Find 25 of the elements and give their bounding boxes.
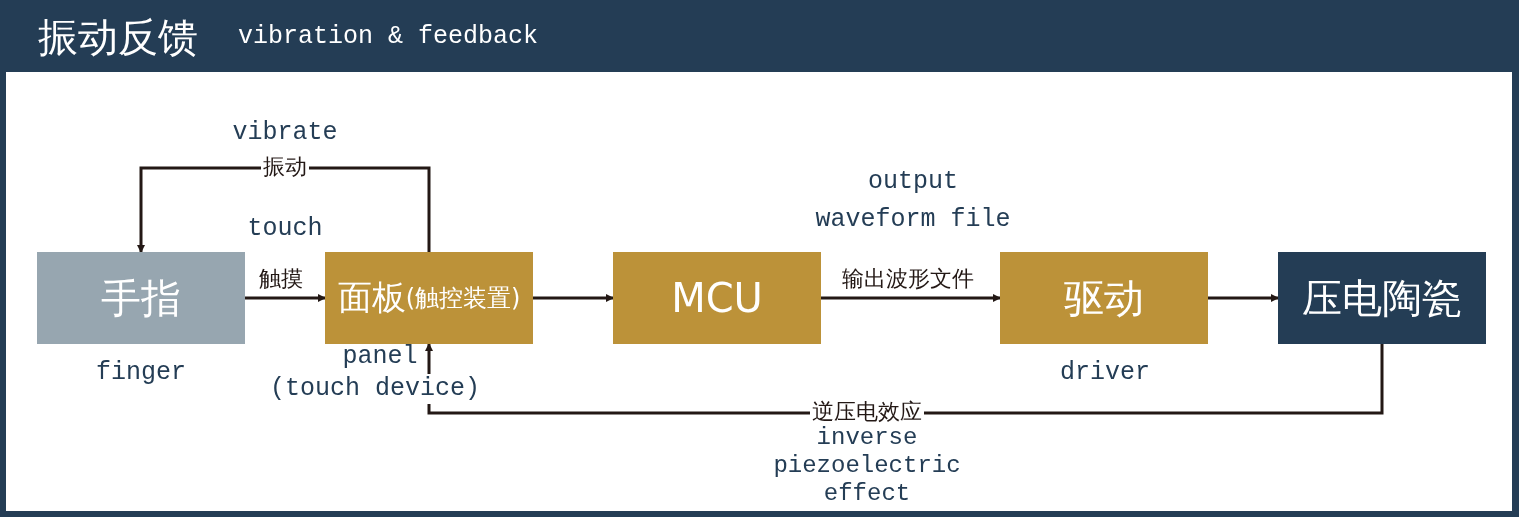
- subtitle: vibration & feedback: [238, 21, 540, 53]
- label: inverse piezoelectric effect: [772, 424, 962, 508]
- arrow: [821, 294, 1001, 302]
- node-label: finger: [95, 357, 187, 389]
- process-box: 手指: [37, 252, 245, 344]
- arrow: [533, 294, 614, 302]
- process-box: 压电陶瓷: [1278, 252, 1486, 344]
- process-box: MCU: [613, 252, 821, 344]
- label: output waveform file: [814, 166, 1012, 236]
- box-subtitle: (触控装置): [405, 283, 521, 314]
- edge-label: 逆压电效应: [810, 399, 924, 425]
- box-title: 面板: [337, 276, 406, 319]
- label: touch: [246, 213, 324, 245]
- arrow: [137, 166, 431, 253]
- label: vibrate: [231, 117, 339, 149]
- process-box: [325, 252, 533, 344]
- title: 振动反馈: [38, 13, 198, 62]
- process-box: 驱动: [1000, 252, 1208, 344]
- node-label: driver: [1059, 357, 1151, 389]
- edge-label: 输出波形文件: [840, 266, 976, 292]
- node-label: panel: [341, 341, 419, 373]
- arrow: [1208, 294, 1279, 302]
- edge-label: 触摸: [257, 266, 305, 292]
- arrow: [245, 294, 326, 302]
- edge-label: 振动: [261, 154, 309, 180]
